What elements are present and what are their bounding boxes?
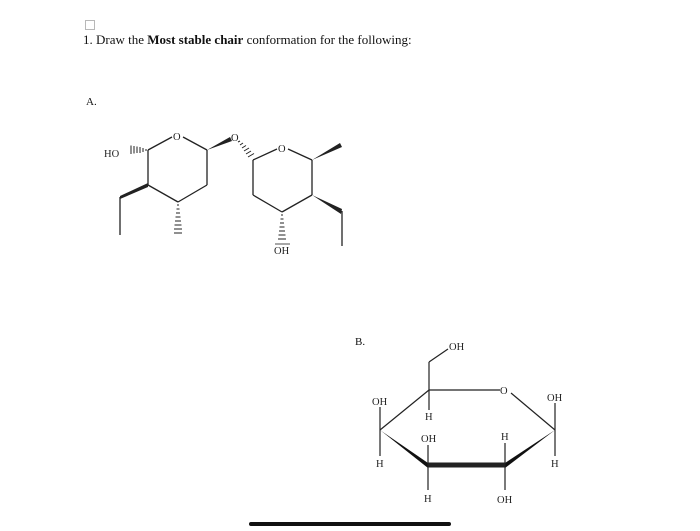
molecule-b bbox=[379, 348, 556, 490]
question-prefix: Draw the bbox=[96, 32, 145, 47]
question-text: 1. Draw the Most stable chair conformati… bbox=[83, 32, 412, 48]
atom-c4-oh: OH bbox=[372, 397, 388, 408]
answer-underline bbox=[249, 522, 451, 526]
question-checkbox[interactable] bbox=[85, 20, 95, 30]
atom-oh-bottom: OH bbox=[274, 246, 290, 257]
atom-c2-h: H bbox=[501, 432, 509, 443]
atom-ho-left: HO bbox=[104, 149, 120, 160]
atom-c3-h: H bbox=[424, 494, 432, 505]
atom-c4-h: H bbox=[376, 459, 384, 470]
atom-c3-oh: OH bbox=[421, 434, 437, 445]
atom-ring-o: O bbox=[500, 386, 508, 397]
part-b-label: B. bbox=[355, 336, 366, 348]
question-emphasis: Most stable chair bbox=[147, 32, 244, 47]
atom-c2-oh: OH bbox=[497, 495, 513, 506]
atom-c1-h: H bbox=[551, 459, 559, 470]
atom-ring2-o: O bbox=[278, 144, 286, 155]
atom-c5-h: H bbox=[425, 412, 433, 423]
atom-ch2oh: OH bbox=[449, 342, 465, 353]
question-number: 1. bbox=[83, 32, 93, 47]
question-suffix: conformation for the following: bbox=[246, 32, 412, 47]
molecule-a bbox=[119, 136, 343, 246]
atom-glycosidic-o: O bbox=[231, 133, 239, 144]
atom-c1-oh: OH bbox=[547, 393, 563, 404]
part-a-label: A. bbox=[86, 96, 97, 108]
atom-ring1-o: O bbox=[173, 132, 181, 143]
